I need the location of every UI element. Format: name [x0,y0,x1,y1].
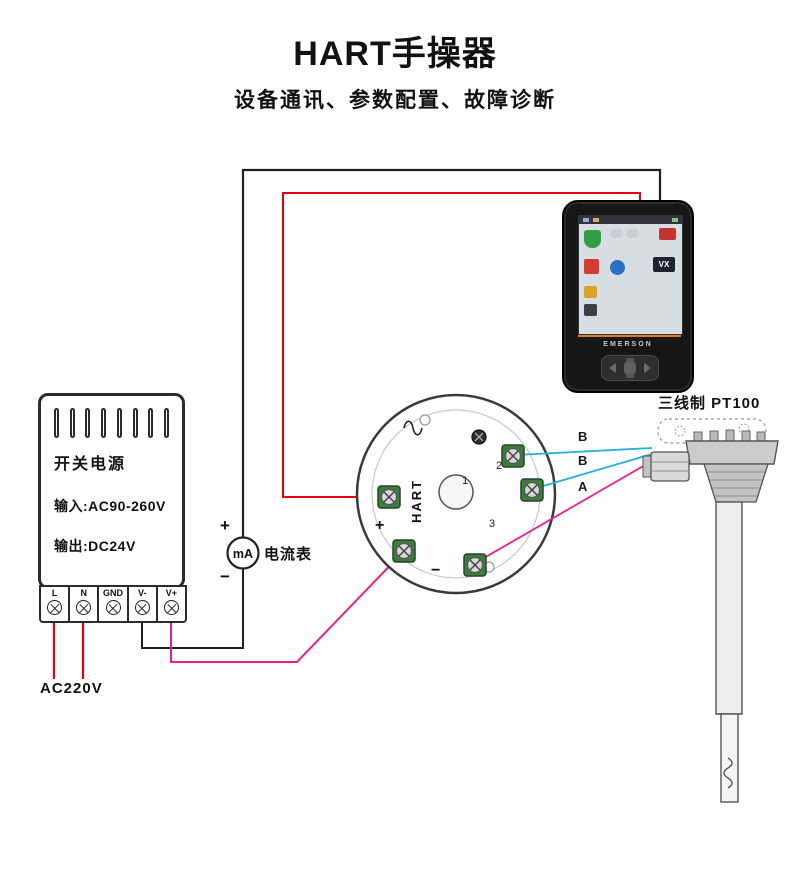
wire-entry-hex [650,451,690,482]
statusbar-icon [593,218,599,222]
probe-lower [720,713,739,803]
left-arrow-key [609,363,616,373]
process-connection [703,463,769,503]
terminal-block: L N GND V- V+ [39,585,187,623]
statusbar-icon [672,218,678,222]
app-icon [584,304,597,316]
supply-positive-wire [170,550,405,663]
terminal-gnd: GND [99,587,129,621]
sensor-terminal-1 [501,444,525,468]
sensor-wire-labels: B B A [578,429,588,494]
app-icon [584,286,597,298]
terminal-screw [163,600,179,615]
terminal-label: L [51,588,58,598]
mount-hole-top [419,414,431,426]
transmitter-minus-sign: − [431,562,440,579]
transmitter-mount-screw [471,429,487,445]
pt100-sensor: 三线制 PT100 [642,394,779,803]
page-subtitle: 设备通讯、参数配置、故障诊断 [234,89,556,112]
power-supply-input: 输入:AC90-260V [54,498,166,514]
transmitter-center-hole [438,474,474,510]
cap-screw-right [738,423,750,435]
red-badge-icon [659,228,676,240]
loop-terminal-minus [392,539,416,563]
transmitter-terminal-number-1: 1 [462,475,468,487]
ac-source-label: AC220V [40,680,103,697]
terminal-label: V- [137,588,147,598]
sensor-flange [685,440,779,465]
terminal-screw [47,600,63,615]
transmitter-terminal-number-3: 3 [489,518,495,530]
power-supply-output: 输出:DC24V [54,538,136,554]
terminal-label: V+ [165,588,178,598]
wire-label-a: A [578,479,588,494]
transmitter-terminals: HART + − 1 2 3 [375,429,544,579]
loop-wire-black [241,168,662,537]
loop-terminal-plus [377,485,401,509]
ammeter-label: 电流表 [264,545,312,563]
shield-app-icon [584,230,601,248]
vent-slots [54,408,169,438]
ammeter-plus-sign: + [220,516,230,535]
vx-badge: VX [653,257,675,272]
handheld-screen: VX [578,215,683,335]
document-app-icon [584,259,599,274]
page-title: HART手操器 [293,35,497,73]
element-squiggle-icon [723,757,733,789]
transmitter-plus-sign: + [375,517,384,534]
accent-line [578,335,681,337]
ammeter-unit: mA [233,547,253,561]
sensor-label: 三线制 PT100 [658,394,760,412]
round-blue-app-icon [610,260,625,275]
sensor-terminal-3 [463,553,487,577]
right-arrow-key [644,363,651,373]
flange-bolt [725,429,735,442]
power-supply: 开关电源 输入:AC90-260V 输出:DC24V [38,393,185,589]
transmitter-brand: HART [409,479,424,523]
terminal-label: GND [103,588,123,598]
sensor-terminal-2 [520,478,544,502]
sensor-wires [476,447,653,563]
terminal-screw [134,600,150,615]
ammeter-body [226,536,260,570]
sensor-wire-b1 [515,447,653,456]
app-icon [611,229,622,238]
meter-return-wire [141,569,244,649]
terminal-v-plus: V+ [158,587,185,621]
handheld-brand: EMERSON [603,341,653,348]
sensor-wire-a [476,460,653,563]
sensor-cap-outline [657,418,767,444]
ammeter: mA + − 电流表 [220,516,312,586]
ammeter-minus-sign: − [220,567,230,586]
terminal-n: N [70,587,100,621]
hart-handheld-communicator: VX EMERSON [562,200,694,393]
sensor-wire-b2 [532,453,653,490]
terminal-l: L [41,587,71,621]
terminal-screw [76,600,92,615]
statusbar-icon [583,218,589,222]
app-icon [627,229,638,238]
terminal-label: N [80,588,88,598]
navigation-keypad [601,355,659,381]
wire-label-b1: B [578,429,587,444]
screen-statusbar [579,216,682,224]
transmitter-terminal-number-2: 2 [496,460,502,472]
wire-label-b2: B [578,453,587,468]
terminal-v-minus: V- [129,587,158,621]
probe-upper [715,501,743,715]
cap-screw-left [674,425,686,437]
terminal-screw [105,600,121,615]
center-key [624,362,636,374]
sensor-symbol-icon [403,420,423,436]
power-supply-title: 开关电源 [54,456,127,473]
